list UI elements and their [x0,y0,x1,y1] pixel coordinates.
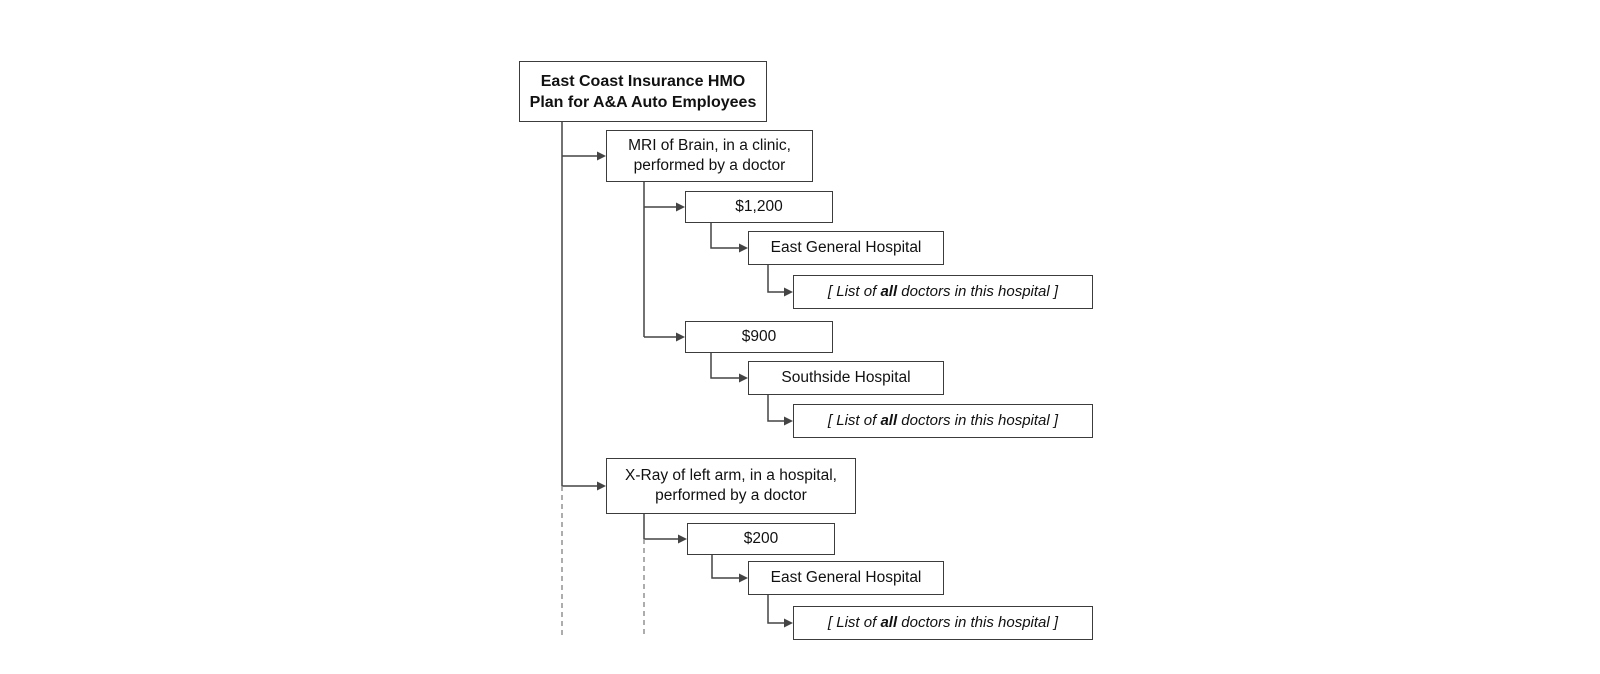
arrowhead-icon [676,332,685,342]
plan-title-line1: East Coast Insurance HMO [540,72,746,90]
doctor-list-text: [ List of [827,412,881,429]
node-price-200: $200 [687,523,835,555]
node-doctor-list-3: [ List of all doctors in this hospital ] [793,606,1093,640]
arrowhead-icon [676,202,685,212]
arrowhead-icon [597,151,606,161]
doctor-list-text: doctors in this hospital ] [897,283,1059,300]
node-price-1200: $1,200 [685,191,833,223]
price-label: $200 [743,530,779,547]
node-service-mri: MRI of Brain, in a clinic, performed by … [606,130,813,182]
arrowhead-icon [739,373,748,383]
node-hospital-east-general-2: East General Hospital [748,561,944,595]
hospital-label: East General Hospital [770,569,922,586]
doctor-list-text: doctors in this hospital ] [897,614,1059,631]
service-xray-line1: X-Ray of left arm, in a hospital, [625,467,837,484]
node-hospital-southside: Southside Hospital [748,361,944,395]
plan-title-line2: Plan for A&A Auto Employees [529,93,757,111]
service-xray-line2: performed by a doctor [655,487,807,504]
service-mri-line1: MRI of Brain, in a clinic, [628,137,791,154]
connector-hospital2-to-list [767,395,785,422]
arrowhead-icon [784,618,793,628]
connector-hospital1-to-list [767,265,785,293]
connector-price900-to-hospital [710,353,740,379]
arrowhead-icon [597,481,606,491]
connector-price200-to-hospital [711,555,740,579]
doctor-list-bold-text: all [880,283,898,300]
price-label: $1,200 [735,198,783,215]
connector-price1200-to-hospital [710,223,740,249]
connector-hospital3-to-list [767,595,785,624]
hospital-label: Southside Hospital [781,369,911,386]
doctor-list-bold-text: all [880,412,898,429]
arrowhead-icon [784,416,793,426]
node-hospital-east-general-1: East General Hospital [748,231,944,265]
arrowhead-icon [739,573,748,583]
hospital-label: East General Hospital [770,239,922,256]
node-service-xray: X-Ray of left arm, in a hospital, perfor… [606,458,856,514]
node-doctor-list-1: [ List of all doctors in this hospital ] [793,275,1093,309]
node-price-900: $900 [685,321,833,353]
doctor-list-text: doctors in this hospital ] [897,412,1059,429]
doctor-list-text: [ List of [827,614,881,631]
arrowhead-icon [739,243,748,253]
service-mri-line2: performed by a doctor [633,157,786,174]
price-label: $900 [741,328,777,345]
node-plan-root: East Coast Insurance HMO Plan for A&A Au… [519,61,767,122]
doctor-list-text: [ List of [827,283,881,300]
arrowhead-icon [678,534,687,544]
arrowhead-icon [784,287,793,297]
doctor-list-bold-text: all [880,614,898,631]
node-doctor-list-2: [ List of all doctors in this hospital ] [793,404,1093,438]
